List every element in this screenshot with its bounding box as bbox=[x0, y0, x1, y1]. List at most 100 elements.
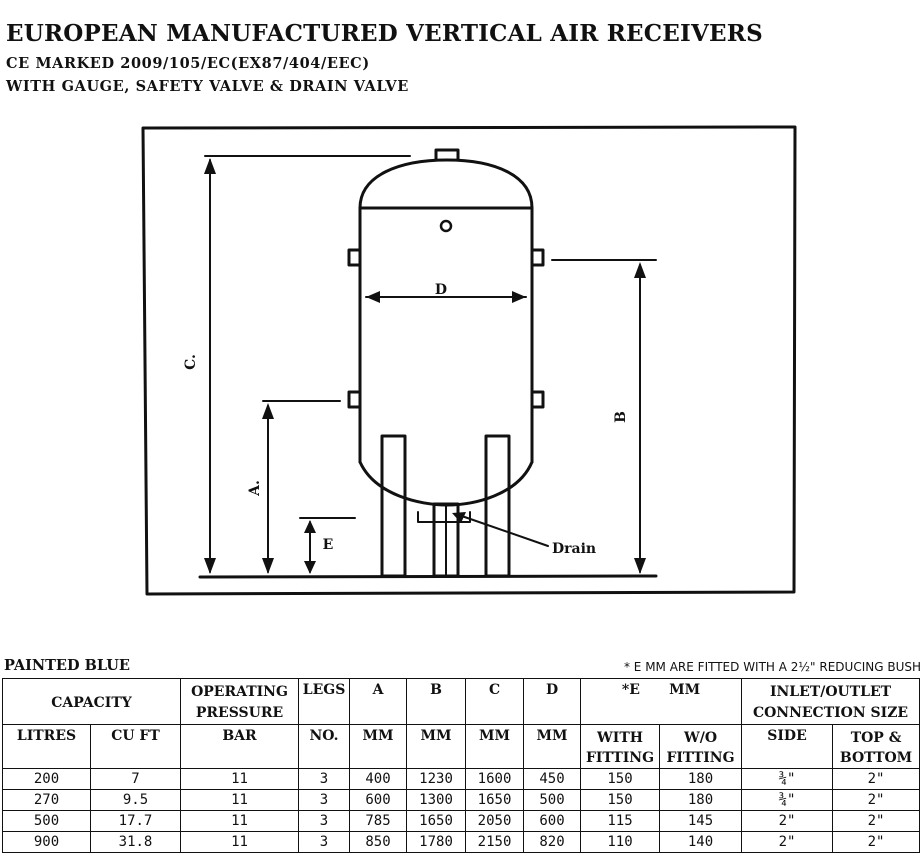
vessel-dome bbox=[358, 158, 534, 210]
legs-no-header: NO. bbox=[298, 724, 351, 769]
cell-e-wo: 180 bbox=[659, 789, 743, 811]
cell-bar: 11 bbox=[180, 810, 300, 832]
bar-header: BAR bbox=[180, 724, 300, 769]
dim-e-label: E bbox=[323, 537, 334, 553]
cell-e-with: 150 bbox=[580, 768, 661, 790]
cuft-header: CU FT bbox=[89, 724, 182, 769]
cell-top: 2" bbox=[832, 768, 921, 790]
air-receiver-diagram: C. B A. D E Drain bbox=[141, 125, 797, 596]
cell-c: 2150 bbox=[465, 831, 525, 853]
cell-a: 400 bbox=[349, 768, 408, 790]
cell-d: 820 bbox=[523, 831, 582, 853]
b-mm-header: MM bbox=[406, 724, 467, 769]
cell-legs: 3 bbox=[298, 768, 351, 790]
cell-litres: 500 bbox=[2, 810, 91, 832]
leg-left bbox=[380, 434, 407, 578]
cell-cuft: 7 bbox=[89, 768, 182, 790]
cell-e-wo: 140 bbox=[659, 831, 743, 853]
dim-b-label: B bbox=[613, 411, 629, 423]
c-mm-header: MM bbox=[465, 724, 525, 769]
vessel-bottom bbox=[358, 460, 534, 507]
cell-b: 1650 bbox=[406, 810, 467, 832]
cell-b: 1230 bbox=[406, 768, 467, 790]
capacity-header: CAPACITY bbox=[1, 678, 182, 725]
cell-top: 2" bbox=[832, 810, 921, 832]
side-boss-lower-left bbox=[347, 390, 362, 409]
cell-e-wo: 180 bbox=[659, 768, 743, 790]
top-bottom-header: TOP &BOTTOM bbox=[832, 724, 921, 769]
dim-a-label: A. bbox=[247, 480, 263, 497]
d-header: D bbox=[523, 678, 582, 725]
cell-c: 1650 bbox=[465, 789, 525, 811]
side-boss-lower-right bbox=[530, 390, 545, 409]
reducing-bush-footnote: * E MM ARE FITTED WITH A 2½" REDUCING BU… bbox=[623, 660, 921, 674]
ce-marking-subtitle: CE MARKED 2009/105/EC(EX87/404/EEC) bbox=[6, 55, 370, 72]
d-mm-header: MM bbox=[523, 724, 582, 769]
cell-top: 2" bbox=[832, 831, 921, 853]
cell-litres: 200 bbox=[2, 768, 91, 790]
cell-d: 450 bbox=[523, 768, 582, 790]
cell-e-with: 150 bbox=[580, 789, 661, 811]
a-mm-header: MM bbox=[349, 724, 408, 769]
leg-right bbox=[484, 434, 511, 578]
legs-header: LEGS bbox=[298, 678, 351, 725]
litres-header: LITRES bbox=[2, 724, 91, 769]
c-header: C bbox=[465, 678, 525, 725]
cell-litres: 270 bbox=[2, 789, 91, 811]
cell-top: 2" bbox=[832, 789, 921, 811]
cell-a: 600 bbox=[349, 789, 408, 811]
dim-d-label: D bbox=[435, 282, 447, 298]
diagram-frame bbox=[141, 125, 797, 596]
cell-litres: 900 bbox=[2, 831, 91, 853]
side-header: SIDE bbox=[741, 724, 834, 769]
ground-line bbox=[198, 574, 658, 579]
fittings-subtitle: WITH GAUGE, SAFETY VALVE & DRAIN VALVE bbox=[6, 78, 409, 95]
cell-a: 850 bbox=[349, 831, 408, 853]
cell-bar: 11 bbox=[180, 768, 300, 790]
cell-cuft: 9.5 bbox=[89, 789, 182, 811]
cell-e-wo: 145 bbox=[659, 810, 743, 832]
cell-legs: 3 bbox=[298, 789, 351, 811]
cell-b: 1780 bbox=[406, 831, 467, 853]
cell-b: 1300 bbox=[406, 789, 467, 811]
dim-c-label: C. bbox=[183, 354, 199, 370]
cell-cuft: 31.8 bbox=[89, 831, 182, 853]
drain-label: Drain bbox=[552, 541, 596, 557]
cell-d: 500 bbox=[523, 789, 582, 811]
cell-e-with: 115 bbox=[580, 810, 661, 832]
cell-legs: 3 bbox=[298, 810, 351, 832]
cell-side: 2" bbox=[741, 810, 834, 832]
side-boss-upper-right bbox=[530, 248, 545, 267]
cell-side: ¾" bbox=[741, 768, 834, 790]
a-header: A bbox=[349, 678, 408, 725]
cell-e-with: 110 bbox=[580, 831, 661, 853]
cell-c: 1600 bbox=[465, 768, 525, 790]
cell-side: 2" bbox=[741, 831, 834, 853]
painted-blue-label: PAINTED BLUE bbox=[4, 657, 130, 674]
top-nozzle bbox=[434, 148, 460, 162]
cell-legs: 3 bbox=[298, 831, 351, 853]
side-boss-upper-left bbox=[347, 248, 362, 267]
cell-bar: 11 bbox=[180, 789, 300, 811]
cell-bar: 11 bbox=[180, 831, 300, 853]
cell-d: 600 bbox=[523, 810, 582, 832]
b-header: B bbox=[406, 678, 467, 725]
cell-c: 2050 bbox=[465, 810, 525, 832]
page-title: EUROPEAN MANUFACTURED VERTICAL AIR RECEI… bbox=[6, 20, 763, 47]
cell-side: ¾" bbox=[741, 789, 834, 811]
cell-a: 785 bbox=[349, 810, 408, 832]
e-header: *E MM bbox=[580, 678, 743, 725]
cell-cuft: 17.7 bbox=[89, 810, 182, 832]
